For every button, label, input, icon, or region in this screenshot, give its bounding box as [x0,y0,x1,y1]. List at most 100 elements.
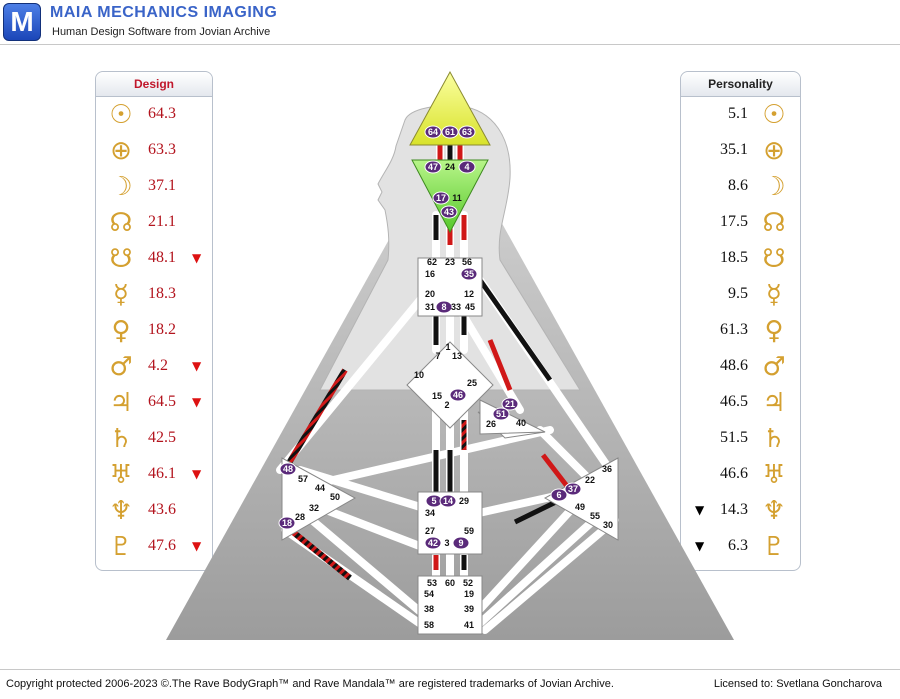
gate-34: 34 [425,508,435,518]
personality-row: ☉5.1 [681,98,800,134]
svg-text:51: 51 [496,409,506,419]
gate-22: 22 [585,475,595,485]
svg-text:28: 28 [295,512,305,522]
app-subtitle: Human Design Software from Jovian Archiv… [52,26,271,38]
gate-53: 53 [427,578,437,588]
svg-text:12: 12 [464,289,474,299]
design-row: ♂4.2▼ [96,350,212,386]
gate-line-value: 63.3 [148,141,176,158]
gate-50: 50 [330,492,340,502]
svg-text:50: 50 [330,492,340,502]
svg-text:62: 62 [427,257,437,267]
gate-line-value: 46.5 [720,393,748,410]
design-row: ☉64.3 [96,98,212,134]
gate-line-value: 14.3 [720,501,748,518]
gate-29: 29 [459,496,469,506]
gate-33: 33 [451,302,461,312]
svg-text:52: 52 [463,578,473,588]
svg-text:53: 53 [427,578,437,588]
svg-text:4: 4 [464,162,469,172]
svg-text:63: 63 [462,127,472,137]
gate-44: 44 [315,483,325,493]
personality-row: ♃ 46.5 [681,386,800,422]
planet-symbol-icon: ♀ [764,316,784,346]
gate-activated-46: 46 [449,388,467,402]
header-divider [0,44,900,45]
gate-activated-8: 8 [435,300,453,314]
svg-text:27: 27 [425,526,435,536]
svg-text:48: 48 [283,464,293,474]
fixing-arrow-icon: ▼ [192,395,202,409]
gate-line-value: 64.5 [148,393,176,410]
solar-plexus-center [543,457,619,541]
gate-line-value: 64.3 [148,105,176,122]
planet-symbol-icon: ♀ [111,316,131,346]
svg-text:41: 41 [464,620,474,630]
design-row: ⊕63.3 [96,134,212,170]
gate-activated-5: 5 [425,494,443,508]
gate-24: 24 [445,162,455,172]
svg-text:26: 26 [486,419,496,429]
planet-symbol-icon: ♄ [109,424,133,454]
gate-activated-21: 21 [501,397,519,411]
personality-row: ♅46.6 [681,458,800,494]
gate-45: 45 [465,302,475,312]
svg-text:37: 37 [568,484,578,494]
gate-line-value: 48.6 [720,357,748,374]
svg-text:34: 34 [425,508,435,518]
svg-text:10: 10 [414,370,424,380]
planet-symbol-icon: ♅ [109,460,133,490]
planet-symbol-icon: ♆ [762,496,786,526]
design-row: ☿18.3 [96,278,212,314]
planet-symbol-icon: ♃ [762,388,786,418]
svg-text:2: 2 [444,400,449,410]
gate-line-value: 18.5 [720,249,748,266]
svg-text:14: 14 [443,496,453,506]
personality-row: ☽8.6 [681,170,800,206]
gate-line-value: 4.2 [148,357,168,374]
svg-text:54: 54 [424,589,434,599]
planet-symbol-icon: ☊ [762,208,786,238]
gate-activated-63: 63 [458,125,476,139]
planet-symbol-icon: ☋ [762,244,786,274]
gate-activated-14: 14 [439,494,457,508]
svg-text:59: 59 [464,526,474,536]
fixing-arrow-icon: ▼ [192,359,202,373]
svg-text:8: 8 [441,302,446,312]
fixing-arrow-icon: ▼ [695,503,705,517]
design-panel-title: Design [96,72,212,97]
svg-text:43: 43 [444,207,454,217]
planet-symbol-icon: ☊ [109,208,133,238]
gate-31: 31 [425,302,435,312]
svg-text:19: 19 [464,589,474,599]
ego-center-body [479,399,546,435]
svg-text:24: 24 [445,162,455,172]
footer-divider [0,669,900,670]
svg-text:16: 16 [425,269,435,279]
svg-text:58: 58 [424,620,434,630]
svg-text:60: 60 [445,578,455,588]
gate-60: 60 [445,578,455,588]
personality-row: ☿9.5 [681,278,800,314]
svg-text:36: 36 [602,464,612,474]
gate-line-value: 18.3 [148,285,176,302]
svg-text:45: 45 [465,302,475,312]
gate-56: 56 [462,257,472,267]
gate-activated-47: 47 [424,160,442,174]
gate-1: 1 [445,342,450,352]
gate-activated-51: 51 [492,407,510,421]
spleen-center [281,457,357,541]
gate-23: 23 [445,257,455,267]
gate-line-value: 8.6 [728,177,748,194]
gate-line-value: 37.1 [148,177,176,194]
gate-26: 26 [486,419,496,429]
gate-59: 59 [464,526,474,536]
gate-38: 38 [424,604,434,614]
planet-symbol-icon: ☋ [109,244,133,274]
gate-activated-61: 61 [441,125,459,139]
design-row: ☋48.1▼ [96,242,212,278]
logo-letter: M [10,6,34,37]
svg-text:56: 56 [462,257,472,267]
